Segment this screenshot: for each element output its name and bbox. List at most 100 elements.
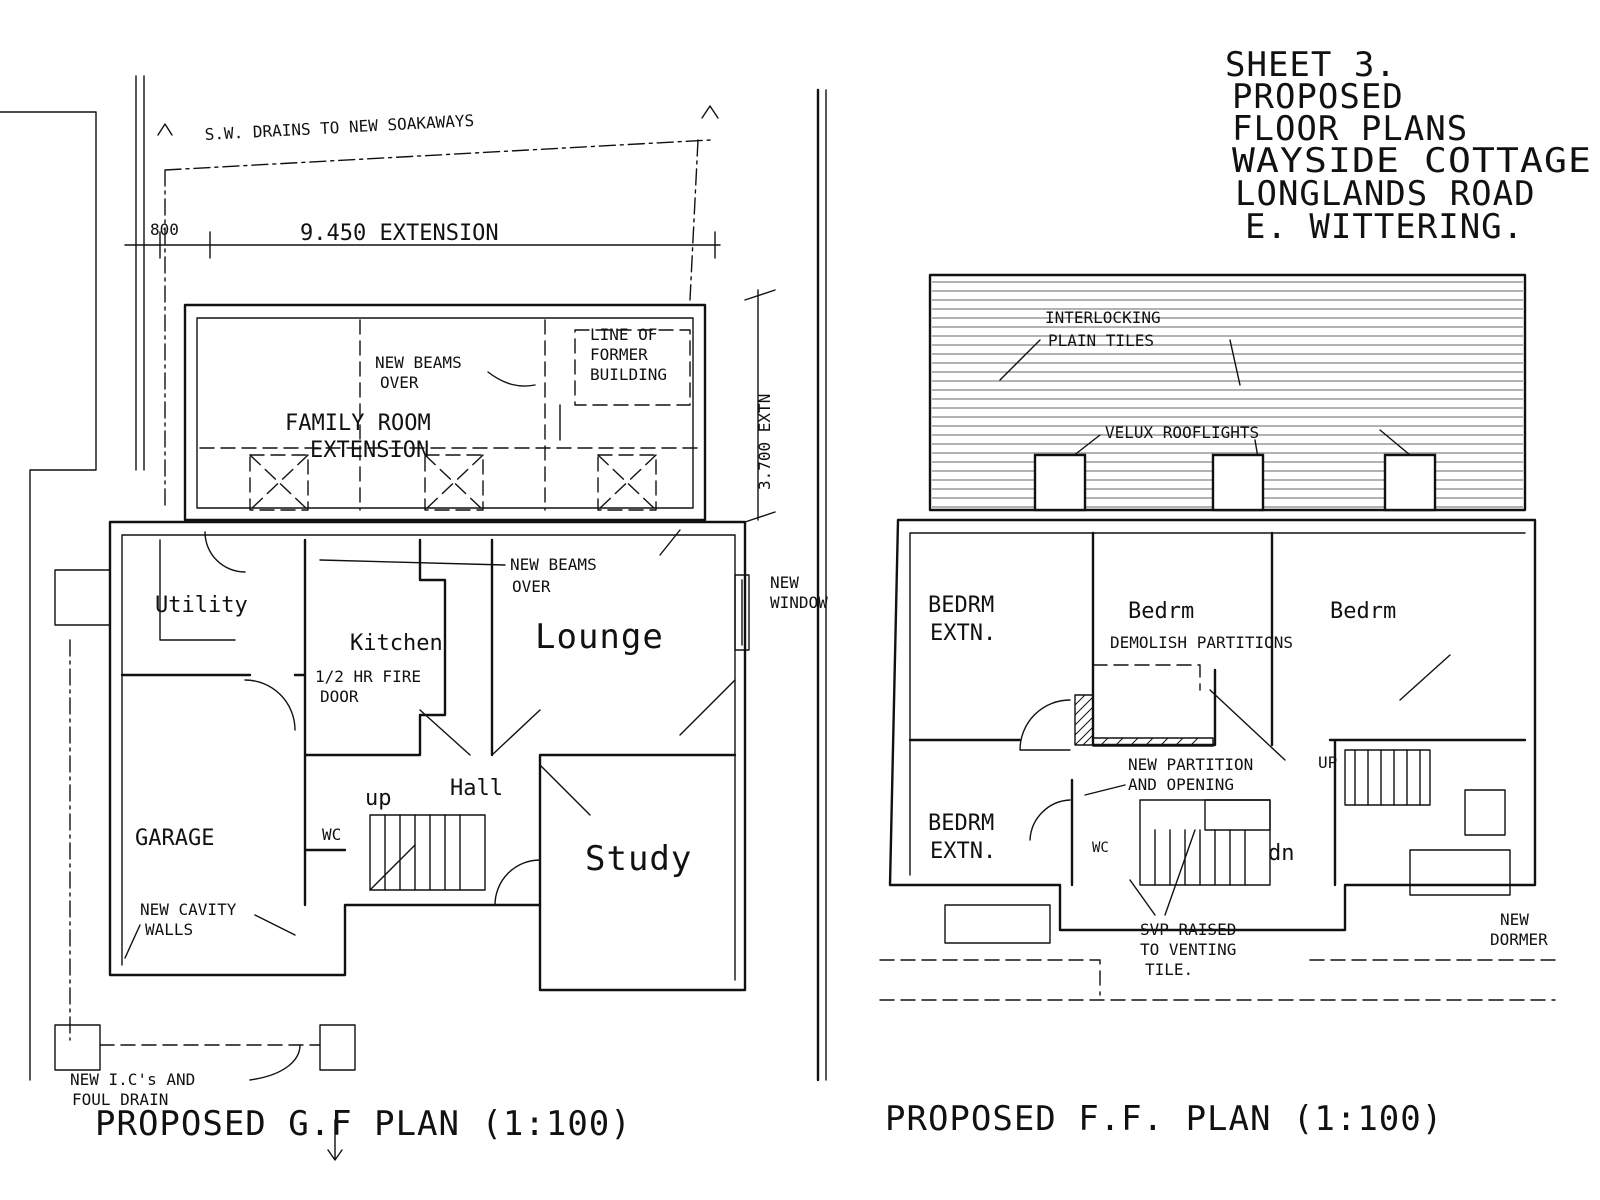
room-bedrm-3: Bedrm (1330, 599, 1396, 624)
label-line-of: LINE OF (590, 325, 657, 344)
label-new-beams-over-2: NEW BEAMS (510, 555, 597, 574)
boundary-wall (135, 75, 145, 471)
caption-ground-floor: PROPOSED G.F PLAN (1:100) (95, 1104, 632, 1144)
dim-9450-extension: 9.450 EXTENSION (300, 221, 499, 246)
label-fire-door-b: DOOR (320, 687, 359, 706)
title-property-name: WAYSIDE COTTAGE (1232, 141, 1592, 181)
label-velux: VELUX ROOFLIGHTS (1105, 423, 1259, 442)
label-new-beams-over-2b: OVER (512, 577, 551, 596)
ff-demolished-partition (1092, 664, 1201, 691)
ff-cupboard-box (1464, 789, 1506, 836)
label-tile: TILE. (1145, 960, 1193, 979)
ground-stairs (369, 814, 486, 891)
label-sw-drains: S.W. DRAINS TO NEW SOAKAWAYS (204, 111, 474, 144)
new-window-mark (734, 574, 750, 651)
title-sheet-number: SHEET 3. (1225, 45, 1397, 85)
label-and-opening: AND OPENING (1128, 775, 1234, 794)
ff-door-3 (1209, 654, 1451, 761)
label-new-cavity: NEW CAVITY (140, 900, 237, 919)
utility-side-box (54, 569, 111, 626)
label-extension: EXTENSION (310, 438, 429, 463)
ff-new-partition-hatch (1074, 694, 1214, 747)
beam-arrow-1 (487, 371, 561, 441)
label-dormer: DORMER (1490, 930, 1548, 949)
caption-first-floor: PROPOSED F.F. PLAN (1:100) (885, 1099, 1443, 1139)
label-ff-up: UP (1318, 753, 1337, 772)
label-to-venting: TO VENTING (1140, 940, 1236, 959)
title-road: LONGLANDS ROAD (1235, 174, 1536, 214)
label-new-dormer: NEW (1500, 910, 1529, 929)
site-boundary (0, 111, 97, 1081)
fire-door-swing (244, 679, 296, 731)
lounge-door (679, 679, 736, 736)
drain-arrows (157, 105, 719, 136)
dimension-extension: 800 9.450 EXTENSION (124, 220, 721, 259)
room-garage: GARAGE (135, 826, 214, 851)
label-dn: dn (1268, 841, 1295, 866)
label-former: FORMER (590, 345, 648, 364)
room-bedrm-2: Bedrm (1128, 599, 1194, 624)
label-demolish-partitions: DEMOLISH PARTITIONS (1110, 633, 1293, 652)
label-building: BUILDING (590, 365, 667, 384)
title-block: SHEET 3. PROPOSED FLOOR PLANS WAYSIDE CO… (1225, 45, 1592, 247)
dimension-side: 3.700 EXTN (744, 289, 776, 523)
label-interlocking: INTERLOCKING (1045, 308, 1161, 327)
label-family-room: FAMILY ROOM (285, 411, 431, 436)
label-foul-drain: FOUL DRAIN (72, 1090, 168, 1109)
family-room-inner (196, 317, 694, 509)
sheet-divider (816, 88, 827, 1082)
room-ff-wc: WC (1092, 840, 1109, 856)
ff-front-box (944, 904, 1051, 944)
room-kitchen: Kitchen (350, 631, 443, 656)
svp-arrow (1129, 829, 1196, 916)
rooflight-marks (249, 454, 657, 511)
label-svp-raised: SVP RAISED (1140, 920, 1236, 939)
beam-arrow-2 (319, 529, 681, 566)
ic-chamber-2 (319, 1024, 356, 1071)
ground-floor-plan: S.W. DRAINS TO NEW SOAKAWAYS 800 9.450 E… (0, 75, 828, 1161)
ff-door-2 (1029, 799, 1071, 841)
title-floor-plans: FLOOR PLANS (1232, 109, 1468, 149)
ff-lower-roof-line (879, 959, 1556, 1001)
label-up: up (365, 786, 392, 811)
dim-800: 800 (150, 220, 179, 239)
ff-outer-walls (888, 518, 1537, 932)
caption-arrow (327, 1119, 343, 1161)
sw-drain-run (164, 139, 711, 511)
utility-door (204, 531, 246, 573)
room-bedrm-extn-2b: EXTN. (930, 839, 996, 864)
room-bedrm-extn-1b: EXTN. (930, 621, 996, 646)
tile-arrows (999, 339, 1241, 386)
cavity-arrows (124, 914, 296, 959)
label-plain-tiles: PLAIN TILES (1048, 331, 1154, 350)
internal-walls (120, 538, 737, 907)
ff-inner-walls (909, 532, 1526, 876)
ics-arrow (249, 1044, 301, 1081)
front-door (494, 859, 541, 906)
family-room-walls (183, 303, 707, 522)
ff-partitions (908, 531, 1527, 887)
room-hall: Hall (450, 776, 503, 801)
label-new-beams-over-1: NEW BEAMS (375, 353, 462, 372)
ff-door-1 (1019, 699, 1071, 751)
label-walls: WALLS (145, 920, 193, 939)
first-floor-plan: INTERLOCKING PLAIN TILES VELUX ROOFLIGHT… (879, 273, 1556, 1139)
label-new-ics: NEW I.C's AND (70, 1070, 195, 1089)
room-lounge: Lounge (535, 617, 664, 657)
dim-3700-extn: 3.700 EXTN (755, 394, 774, 490)
former-building-line (199, 319, 701, 511)
label-new-beams-over-1b: OVER (380, 373, 419, 392)
label-new-partition: NEW PARTITION (1128, 755, 1253, 774)
room-study: Study (585, 839, 692, 879)
title-proposed: PROPOSED (1232, 77, 1404, 117)
room-wc: WC (322, 825, 341, 844)
room-bedrm-extn-1: BEDRM (928, 593, 994, 618)
velux-rooflights (1033, 453, 1437, 512)
room-bedrm-extn-2: BEDRM (928, 811, 994, 836)
study-door (539, 764, 591, 816)
hall-doors (419, 709, 541, 756)
label-window: WINDOW (770, 593, 828, 612)
utility-partition (159, 539, 236, 641)
ic-chamber-1 (54, 1024, 101, 1071)
